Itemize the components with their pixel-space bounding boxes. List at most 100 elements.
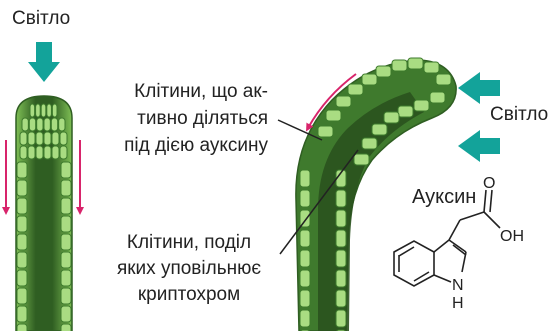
plant-cell bbox=[397, 105, 414, 118]
dividing-cells-line-3: під дією ауксину bbox=[124, 135, 268, 156]
arrow-left-icon bbox=[458, 72, 500, 104]
arrow-thin-icon bbox=[306, 73, 357, 132]
plant-cell bbox=[299, 309, 311, 328]
plant-cell bbox=[335, 95, 352, 108]
plant-cell bbox=[335, 189, 347, 208]
plant-cell bbox=[51, 131, 60, 146]
plant-cell bbox=[19, 131, 28, 146]
plant-cell bbox=[21, 117, 29, 132]
plant-cell bbox=[36, 117, 44, 132]
plant-cell bbox=[59, 145, 68, 160]
plant-cell bbox=[51, 103, 58, 118]
slowed-cells-label: Клітини, поділ яких уповільнює криптохро… bbox=[100, 230, 278, 308]
plant-cell bbox=[60, 233, 72, 251]
plant-cell bbox=[16, 269, 28, 287]
plant-cell bbox=[60, 305, 72, 323]
plant-cell bbox=[40, 103, 47, 118]
plant-cell bbox=[58, 117, 66, 132]
plant-cell bbox=[361, 137, 378, 150]
plant-cell bbox=[16, 179, 28, 197]
plant-cell bbox=[435, 73, 452, 86]
plant-cell bbox=[46, 103, 52, 118]
arrow-left-icon bbox=[458, 130, 500, 162]
plant-cell bbox=[16, 287, 28, 305]
plant-cell bbox=[16, 323, 28, 331]
bent-sprout bbox=[295, 57, 457, 331]
plant-cell bbox=[60, 179, 72, 197]
plant-cell bbox=[60, 161, 72, 179]
atom-n-label: N bbox=[452, 277, 464, 294]
plant-cell bbox=[60, 323, 72, 331]
plant-cell bbox=[16, 251, 28, 269]
plant-cell bbox=[371, 123, 388, 136]
plant-cell bbox=[16, 305, 28, 323]
plant-cell bbox=[16, 215, 28, 233]
plant-cell bbox=[335, 249, 347, 268]
plant-cell bbox=[383, 111, 400, 124]
plant-cell bbox=[35, 145, 44, 160]
atom-h-label: H bbox=[452, 295, 464, 312]
straight-sprout bbox=[15, 95, 73, 331]
plant-cell bbox=[391, 59, 408, 72]
plant-cell bbox=[299, 269, 311, 288]
plant-cell bbox=[413, 99, 430, 112]
plant-cell bbox=[317, 125, 334, 138]
plant-cell bbox=[353, 153, 370, 166]
plant-cell bbox=[335, 309, 347, 328]
straight-sprout-cells bbox=[16, 103, 72, 331]
plant-cell bbox=[60, 197, 72, 215]
plant-cell bbox=[335, 229, 347, 248]
dividing-cells-label: Клітини, що ак- тивно діляться під дією … bbox=[70, 78, 268, 159]
plant-cell bbox=[429, 91, 446, 104]
plant-cell bbox=[43, 145, 52, 160]
bent-sprout-cells bbox=[299, 57, 452, 331]
plant-cell bbox=[29, 103, 36, 118]
plant-cell bbox=[35, 103, 41, 118]
arrow-down-icon bbox=[28, 42, 60, 82]
plant-cell bbox=[299, 169, 311, 188]
leader-line-slowed bbox=[279, 149, 359, 255]
plant-cell bbox=[50, 117, 59, 132]
plant-cell bbox=[16, 233, 28, 251]
plant-cell bbox=[299, 229, 311, 248]
plant-cell bbox=[59, 131, 68, 146]
auxin-structure bbox=[393, 189, 501, 287]
plant-cell bbox=[299, 249, 311, 268]
plant-cell bbox=[335, 269, 347, 288]
dividing-cells-line-1: Клітини, що ак- bbox=[134, 81, 268, 102]
plant-cell bbox=[335, 289, 347, 308]
plant-cell bbox=[407, 57, 424, 70]
plant-cell bbox=[60, 287, 72, 305]
plant-cell bbox=[28, 117, 37, 132]
atom-o-label: O bbox=[483, 175, 495, 192]
plant-cell bbox=[43, 117, 51, 132]
plant-cell bbox=[60, 251, 72, 269]
plant-cell bbox=[361, 73, 378, 86]
auxin-title: Ауксин bbox=[412, 186, 477, 208]
plant-cell bbox=[16, 197, 28, 215]
plant-cell bbox=[423, 61, 440, 74]
plant-cell bbox=[335, 209, 347, 228]
leader-line-dividing bbox=[277, 119, 323, 141]
plant-cell bbox=[43, 131, 52, 146]
light-right-label: Світло bbox=[490, 104, 549, 125]
plant-cell bbox=[27, 131, 36, 146]
plant-cell bbox=[51, 145, 60, 160]
light-top-label: Світло bbox=[12, 8, 71, 29]
slowed-cells-line-1: Клітини, поділ bbox=[126, 232, 252, 253]
plant-cell bbox=[347, 83, 364, 96]
plant-cell bbox=[60, 215, 72, 233]
plant-cell bbox=[299, 189, 311, 208]
plant-cell bbox=[325, 109, 342, 122]
plant-cell bbox=[375, 65, 392, 78]
plant-cell bbox=[60, 269, 72, 287]
plant-cell bbox=[16, 161, 28, 179]
plant-cell bbox=[19, 145, 28, 160]
slowed-cells-line-2: яких уповільнює bbox=[116, 258, 262, 279]
plant-cell bbox=[27, 145, 36, 160]
plant-cell bbox=[299, 289, 311, 308]
dividing-cells-line-2: тивно діляться bbox=[137, 108, 268, 129]
slowed-cells-line-3: криптохром bbox=[137, 284, 241, 305]
plant-cell bbox=[35, 131, 44, 146]
